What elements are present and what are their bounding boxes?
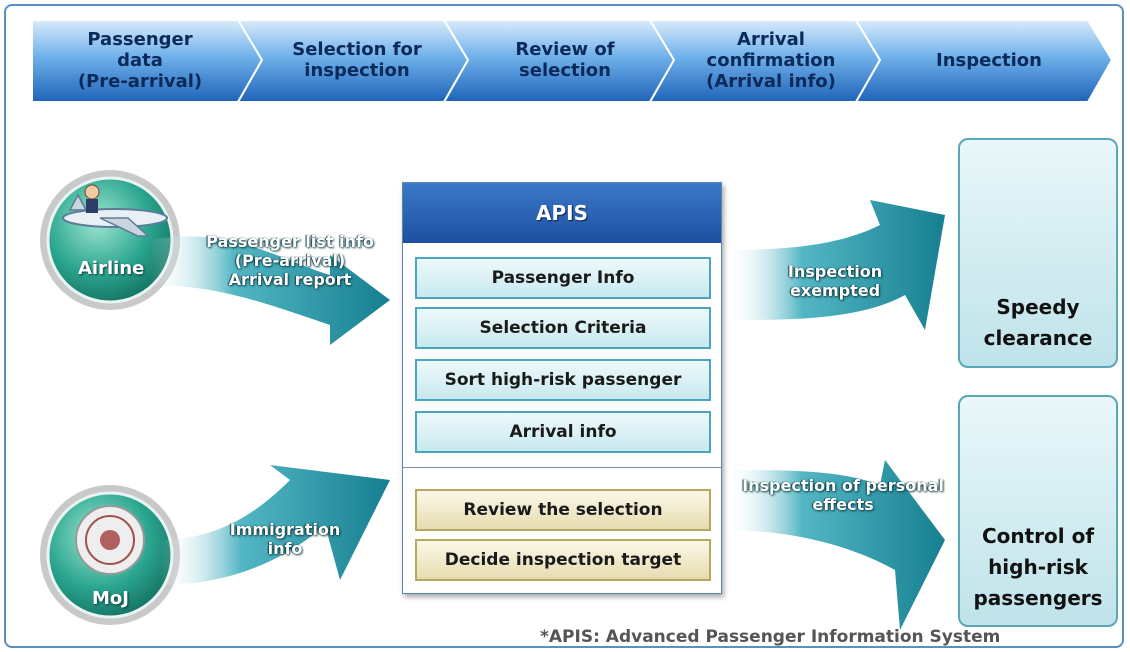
moj-label: MoJ <box>92 588 129 609</box>
airline-label: Airline <box>78 258 145 279</box>
apis-item-decide-target: Decide inspection target <box>415 539 711 581</box>
apis-panel: APIS Passenger Info Selection Criteria S… <box>402 182 722 594</box>
arrow-apis-to-control <box>725 460 945 630</box>
arrow-airline-to-apis <box>150 236 390 345</box>
apis-item-sort-high-risk: Sort high-risk passenger <box>415 359 711 401</box>
flow-label-inspection-exempted: Inspection exempted <box>787 262 883 300</box>
stage-chevron-5 <box>854 19 1114 103</box>
footnote: *APIS: Advanced Passenger Information Sy… <box>540 627 1001 647</box>
stage-label-review-of-selection: Review of selection <box>515 39 615 81</box>
stage-label-passenger-data: Passenger data (Pre-arrival) <box>77 28 203 92</box>
flow-label-passenger-list: Passenger list info (Pre-arrival) Arriva… <box>206 232 374 289</box>
arrow-moj-to-apis <box>160 465 390 585</box>
result-box-control-high-risk: Control of high-risk passengers <box>958 395 1118 627</box>
apis-item-selection-criteria: Selection Criteria <box>415 307 711 349</box>
airplane-icon <box>62 184 168 237</box>
result-box-speedy-clearance: Speedy clearance <box>958 138 1118 368</box>
seal-icon <box>75 505 145 575</box>
arrow-apis-to-clearance <box>725 200 945 330</box>
flow-label-immigration-info: Immigration info <box>229 520 341 558</box>
stage-label-arrival-confirmation: Arrival confirmation (Arrival info) <box>706 28 836 92</box>
stage-label-selection-for-inspection: Selection for inspection <box>292 39 422 81</box>
stage-label-inspection: Inspection <box>936 49 1042 71</box>
result-label-control-high-risk: Control of high-risk passengers <box>973 524 1103 610</box>
apis-divider <box>403 467 721 468</box>
apis-item-passenger-info: Passenger Info <box>415 257 711 299</box>
flow-label-inspection-personal-effects: Inspection of personal effects <box>742 476 944 514</box>
result-label-speedy-clearance: Speedy clearance <box>983 295 1093 350</box>
apis-item-arrival-info: Arrival info <box>415 411 711 453</box>
apis-item-review-selection: Review the selection <box>415 489 711 531</box>
apis-title: APIS <box>403 183 721 243</box>
